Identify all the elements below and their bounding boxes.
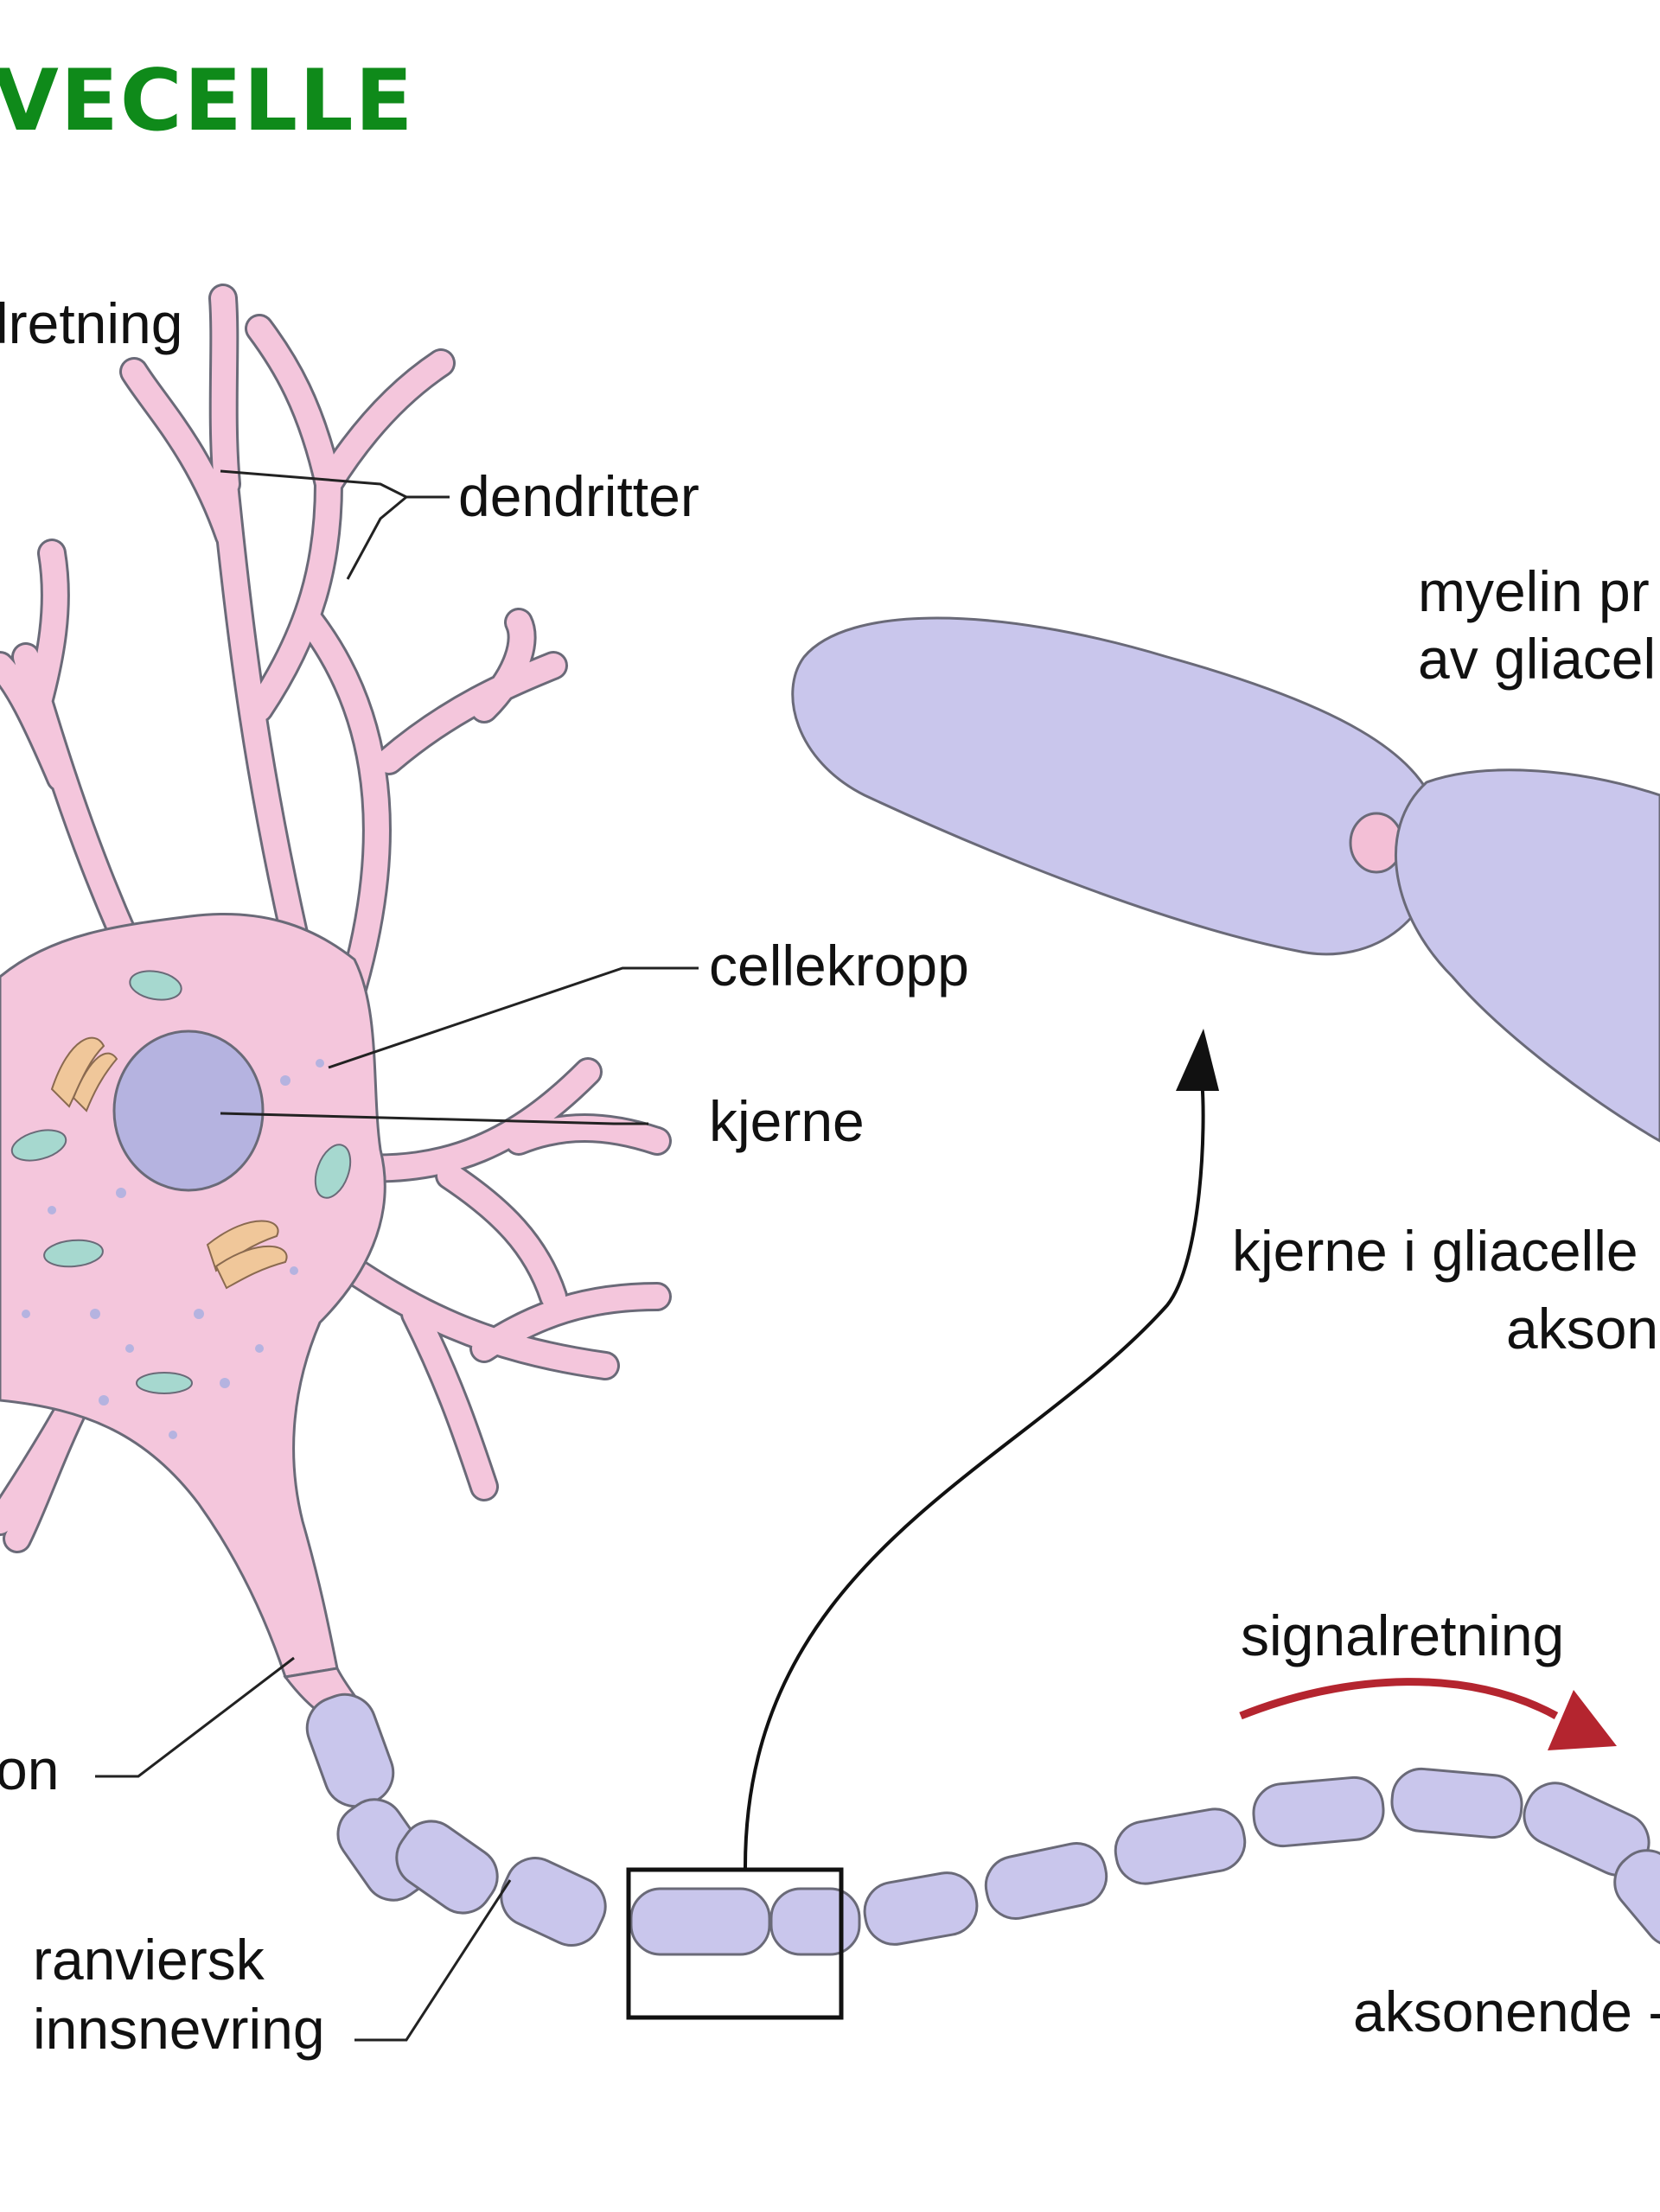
myelin-segment bbox=[1613, 1849, 1660, 1947]
zoom-arrow bbox=[743, 1080, 1205, 1871]
axon-label-left: on bbox=[0, 1737, 59, 1801]
enlarged-myelin bbox=[791, 616, 1660, 1143]
leader-lines bbox=[95, 469, 699, 2042]
mitochondria bbox=[10, 970, 352, 1394]
myelin-segment bbox=[1114, 1807, 1247, 1885]
ranvier-label-line2: innsnevring bbox=[33, 1997, 325, 2061]
myelin-segment bbox=[769, 1887, 861, 1956]
axon bbox=[283, 1667, 1660, 1956]
axon-label-right: akson bbox=[1506, 1297, 1658, 1361]
myelin-sheath-large-2 bbox=[1394, 768, 1660, 1143]
organelles bbox=[10, 970, 352, 1439]
signal-direction-label: signalretning bbox=[1241, 1603, 1564, 1667]
signal-direction-label-top: lretning bbox=[0, 291, 182, 355]
myelin-segment bbox=[500, 1857, 607, 1947]
axon-terminal-label: aksonende - bbox=[1353, 1979, 1660, 2043]
magnifier-box bbox=[626, 1867, 844, 2020]
myelin-segment bbox=[395, 1820, 499, 1915]
ranvier-label-line1: ranviersk bbox=[33, 1928, 265, 1992]
dendrites-label: dendritter bbox=[458, 464, 699, 528]
node-of-ranvier-large bbox=[1349, 812, 1404, 874]
signal-arrow bbox=[1239, 1678, 1559, 1720]
myelin-segment bbox=[1390, 1767, 1523, 1839]
myelin-segment bbox=[629, 1887, 771, 1956]
signal-arrowhead bbox=[1548, 1690, 1617, 1750]
myelin-label-line2: av gliacel bbox=[1418, 627, 1656, 691]
myelin-sheath-large bbox=[791, 616, 1441, 956]
diagram-title: VECELLE bbox=[0, 52, 415, 150]
glial-nucleus-label: kjerne i gliacelle bbox=[1232, 1219, 1638, 1283]
golgi-apparatus bbox=[50, 1036, 288, 1290]
nucleus-label: kjerne bbox=[709, 1089, 865, 1153]
cell-body-label: cellekropp bbox=[709, 934, 969, 998]
myelin-segment bbox=[1252, 1775, 1385, 1848]
zoom-arrowhead bbox=[1176, 1029, 1219, 1091]
granules bbox=[22, 1059, 324, 1439]
myelin-segment bbox=[863, 1871, 979, 1946]
nucleus bbox=[112, 1030, 265, 1192]
myelin-label-line1: myelin pr bbox=[1418, 559, 1650, 623]
cell-body bbox=[0, 913, 386, 1679]
myelin-segment bbox=[984, 1842, 1108, 1920]
